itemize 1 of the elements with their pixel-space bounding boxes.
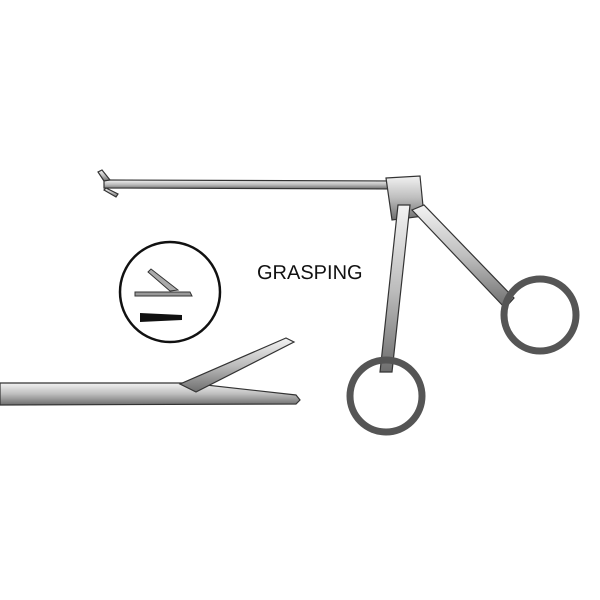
instrument-type-label: GRASPING	[257, 262, 363, 285]
